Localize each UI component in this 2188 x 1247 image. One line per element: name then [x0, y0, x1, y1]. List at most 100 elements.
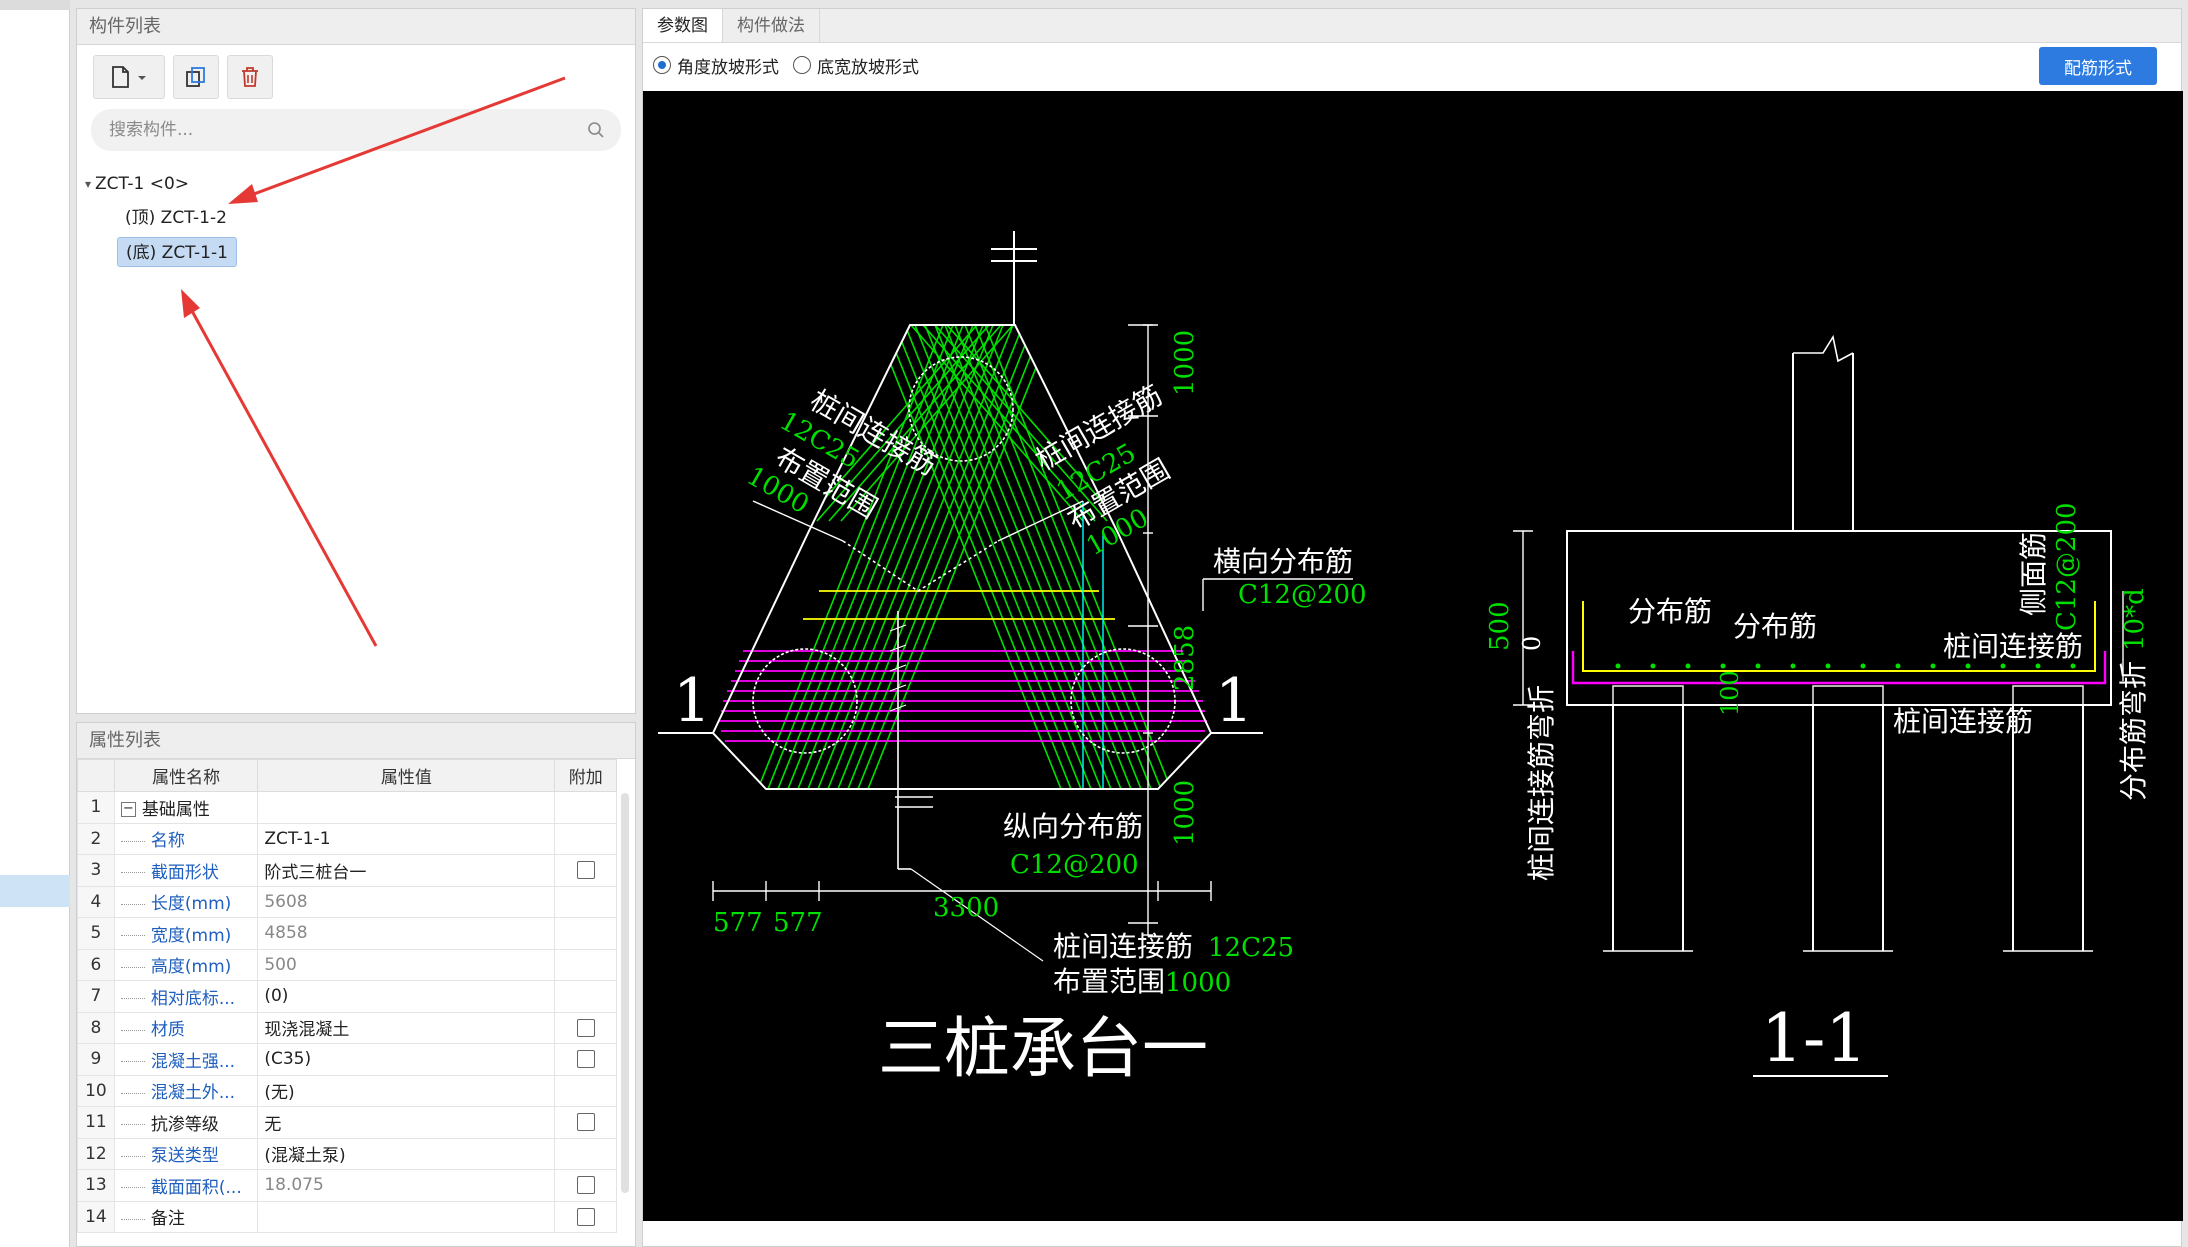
caret-down-icon[interactable]: ▾ — [85, 177, 92, 191]
table-row[interactable]: 14 备注 — [77, 1200, 617, 1233]
table-row[interactable]: 3 截面形状 阶式三桩台一 — [77, 854, 617, 887]
section-title: 1-1 — [1761, 1000, 1867, 1077]
property-name: 宽度(mm) — [150, 925, 232, 946]
search-icon[interactable] — [587, 121, 605, 139]
property-value[interactable]: ZCT-1-1 — [257, 822, 556, 855]
property-value[interactable]: (0) — [257, 980, 556, 1013]
table-row[interactable]: 10 混凝土外... (无) — [77, 1074, 617, 1107]
cad-canvas[interactable]: 1 1 桩间连接筋 — [643, 91, 2183, 1221]
radio-angle-slope-label[interactable]: 角度放坡形式 — [677, 57, 779, 78]
property-scrollbar[interactable] — [621, 793, 629, 1193]
property-group[interactable]: −基础属性 — [113, 791, 259, 824]
table-row[interactable]: 12 泵送类型 (混凝土泵) — [77, 1137, 617, 1170]
tab-parameter-drawing[interactable]: 参数图 — [643, 9, 723, 42]
tree-item-top[interactable]: (顶) ZCT-1-2 — [85, 201, 237, 235]
tab-component-method[interactable]: 构件做法 — [723, 9, 820, 42]
component-tree: ▾ ZCT-1 <0> (顶) ZCT-1-2 (底) ZCT-1-1 — [85, 167, 237, 269]
row-index: 6 — [77, 948, 115, 981]
component-search-input[interactable] — [91, 109, 561, 151]
property-value[interactable]: 现浇混凝土 — [257, 1011, 556, 1044]
copy-component-button[interactable] — [173, 55, 219, 99]
plan-view: 1 1 桩间连接筋 — [658, 231, 1367, 1087]
property-name: 截面形状 — [150, 862, 219, 883]
label-transverse: 横向分布筋 — [1213, 545, 1353, 578]
radio-width-slope-label[interactable]: 底宽放坡形式 — [817, 57, 919, 78]
component-toolbar — [93, 55, 273, 99]
property-value[interactable] — [257, 1200, 556, 1233]
property-name: 抗渗等级 — [150, 1114, 219, 1135]
section-mark-right: 1 — [1215, 666, 1253, 736]
extra-checkbox[interactable] — [576, 1018, 595, 1037]
label-pile-link-section-bottom: 桩间连接筋 — [1893, 705, 2033, 738]
section-mark-left: 1 — [673, 666, 711, 736]
collapse-icon[interactable]: − — [120, 802, 136, 818]
row-index: 8 — [77, 1011, 115, 1044]
property-name-cell: 截面面积(... — [113, 1169, 259, 1202]
property-name-cell: 长度(mm) — [113, 885, 259, 918]
table-row[interactable]: 7 相对底标... (0) — [77, 980, 617, 1013]
label-dist-bend: 分布筋弯折 — [2117, 661, 2150, 801]
section-view: 分布筋 分布筋 桩间连接筋 桩间连接筋 500 0 100 桩间连接筋弯折 侧面… — [1485, 334, 2150, 1077]
extra-checkbox[interactable] — [576, 1176, 595, 1195]
extra-checkbox[interactable] — [576, 1113, 595, 1132]
parameter-tabs: 参数图 构件做法 — [643, 9, 2181, 43]
table-row[interactable]: 6 高度(mm) 500 — [77, 948, 617, 981]
property-extra — [554, 1074, 617, 1107]
property-name: 备注 — [150, 1209, 185, 1230]
new-component-button[interactable] — [93, 55, 165, 99]
property-name: 相对底标... — [150, 988, 236, 1009]
delete-component-button[interactable] — [227, 55, 273, 99]
radio-width-slope[interactable] — [793, 56, 811, 74]
property-value[interactable]: 阶式三桩台一 — [257, 854, 556, 887]
property-name-cell: 泵送类型 — [113, 1137, 259, 1170]
property-value: 500 — [257, 948, 556, 981]
dim-1000-top: 1000 — [1170, 330, 1200, 396]
tree-item-label: (顶) ZCT-1-2 — [125, 208, 227, 228]
property-extra — [554, 885, 617, 918]
property-name-cell: 相对底标... — [113, 980, 259, 1013]
property-value[interactable]: (无) — [257, 1074, 556, 1107]
table-row[interactable]: 13 截面面积(... 18.075 — [77, 1169, 617, 1202]
property-name-cell: 材质 — [113, 1011, 259, 1044]
table-row[interactable]: 8 材质 现浇混凝土 — [77, 1011, 617, 1044]
label-ten-d: 10*d — [2120, 588, 2150, 651]
left-dock-selected-row[interactable] — [0, 875, 70, 907]
label-longitudinal: 纵向分布筋 — [1003, 810, 1143, 843]
property-list-header: 属性列表 — [77, 723, 635, 759]
label-pile-link-spec-bottom: 12C25 — [1208, 933, 1294, 963]
tree-item-bottom[interactable]: (底) ZCT-1-1 — [85, 235, 237, 269]
table-row[interactable]: 9 混凝土强... (C35) — [77, 1043, 617, 1076]
table-row[interactable]: 1 −基础属性 — [77, 791, 617, 824]
table-row[interactable]: 4 长度(mm) 5608 — [77, 885, 617, 918]
radio-angle-slope[interactable] — [653, 56, 671, 74]
dim-577-right: 577 — [773, 908, 823, 938]
tree-root[interactable]: ▾ ZCT-1 <0> — [85, 167, 237, 201]
column-header-index — [77, 759, 115, 792]
property-name-cell: 宽度(mm) — [113, 917, 259, 950]
row-index: 14 — [77, 1200, 115, 1233]
tree-root-label: ZCT-1 <0> — [95, 174, 190, 194]
pile-cap-drawing: 1 1 桩间连接筋 — [658, 231, 2150, 1087]
property-value[interactable]: 无 — [257, 1106, 556, 1139]
property-name: 混凝土外... — [150, 1083, 236, 1104]
extra-checkbox[interactable] — [576, 861, 595, 880]
property-name: 泵送类型 — [150, 1146, 219, 1167]
extra-checkbox[interactable] — [576, 1050, 595, 1069]
dim-500: 500 — [1485, 601, 1515, 651]
property-value[interactable]: (混凝土泵) — [257, 1137, 556, 1170]
label-side-bar: 侧面筋 — [2017, 532, 2050, 616]
dim-100: 100 — [1716, 670, 1744, 716]
table-row[interactable]: 11 抗渗等级 无 — [77, 1106, 617, 1139]
extra-checkbox[interactable] — [576, 1207, 595, 1226]
property-name-cell: 高度(mm) — [113, 948, 259, 981]
property-name-cell: 名称 — [113, 822, 259, 855]
property-value: 5608 — [257, 885, 556, 918]
rebar-form-button[interactable]: 配筋形式 — [2039, 47, 2157, 85]
property-name: 高度(mm) — [150, 957, 232, 978]
table-row[interactable]: 5 宽度(mm) 4858 — [77, 917, 617, 950]
property-extra — [554, 791, 617, 824]
property-name: 混凝土强... — [150, 1051, 236, 1072]
table-row[interactable]: 2 名称 ZCT-1-1 — [77, 822, 617, 855]
property-value[interactable]: (C35) — [257, 1043, 556, 1076]
property-table: 属性名称 属性值 附加 1 −基础属性 2 名称 ZCT-1-1 3 截面形状 … — [77, 759, 617, 1233]
